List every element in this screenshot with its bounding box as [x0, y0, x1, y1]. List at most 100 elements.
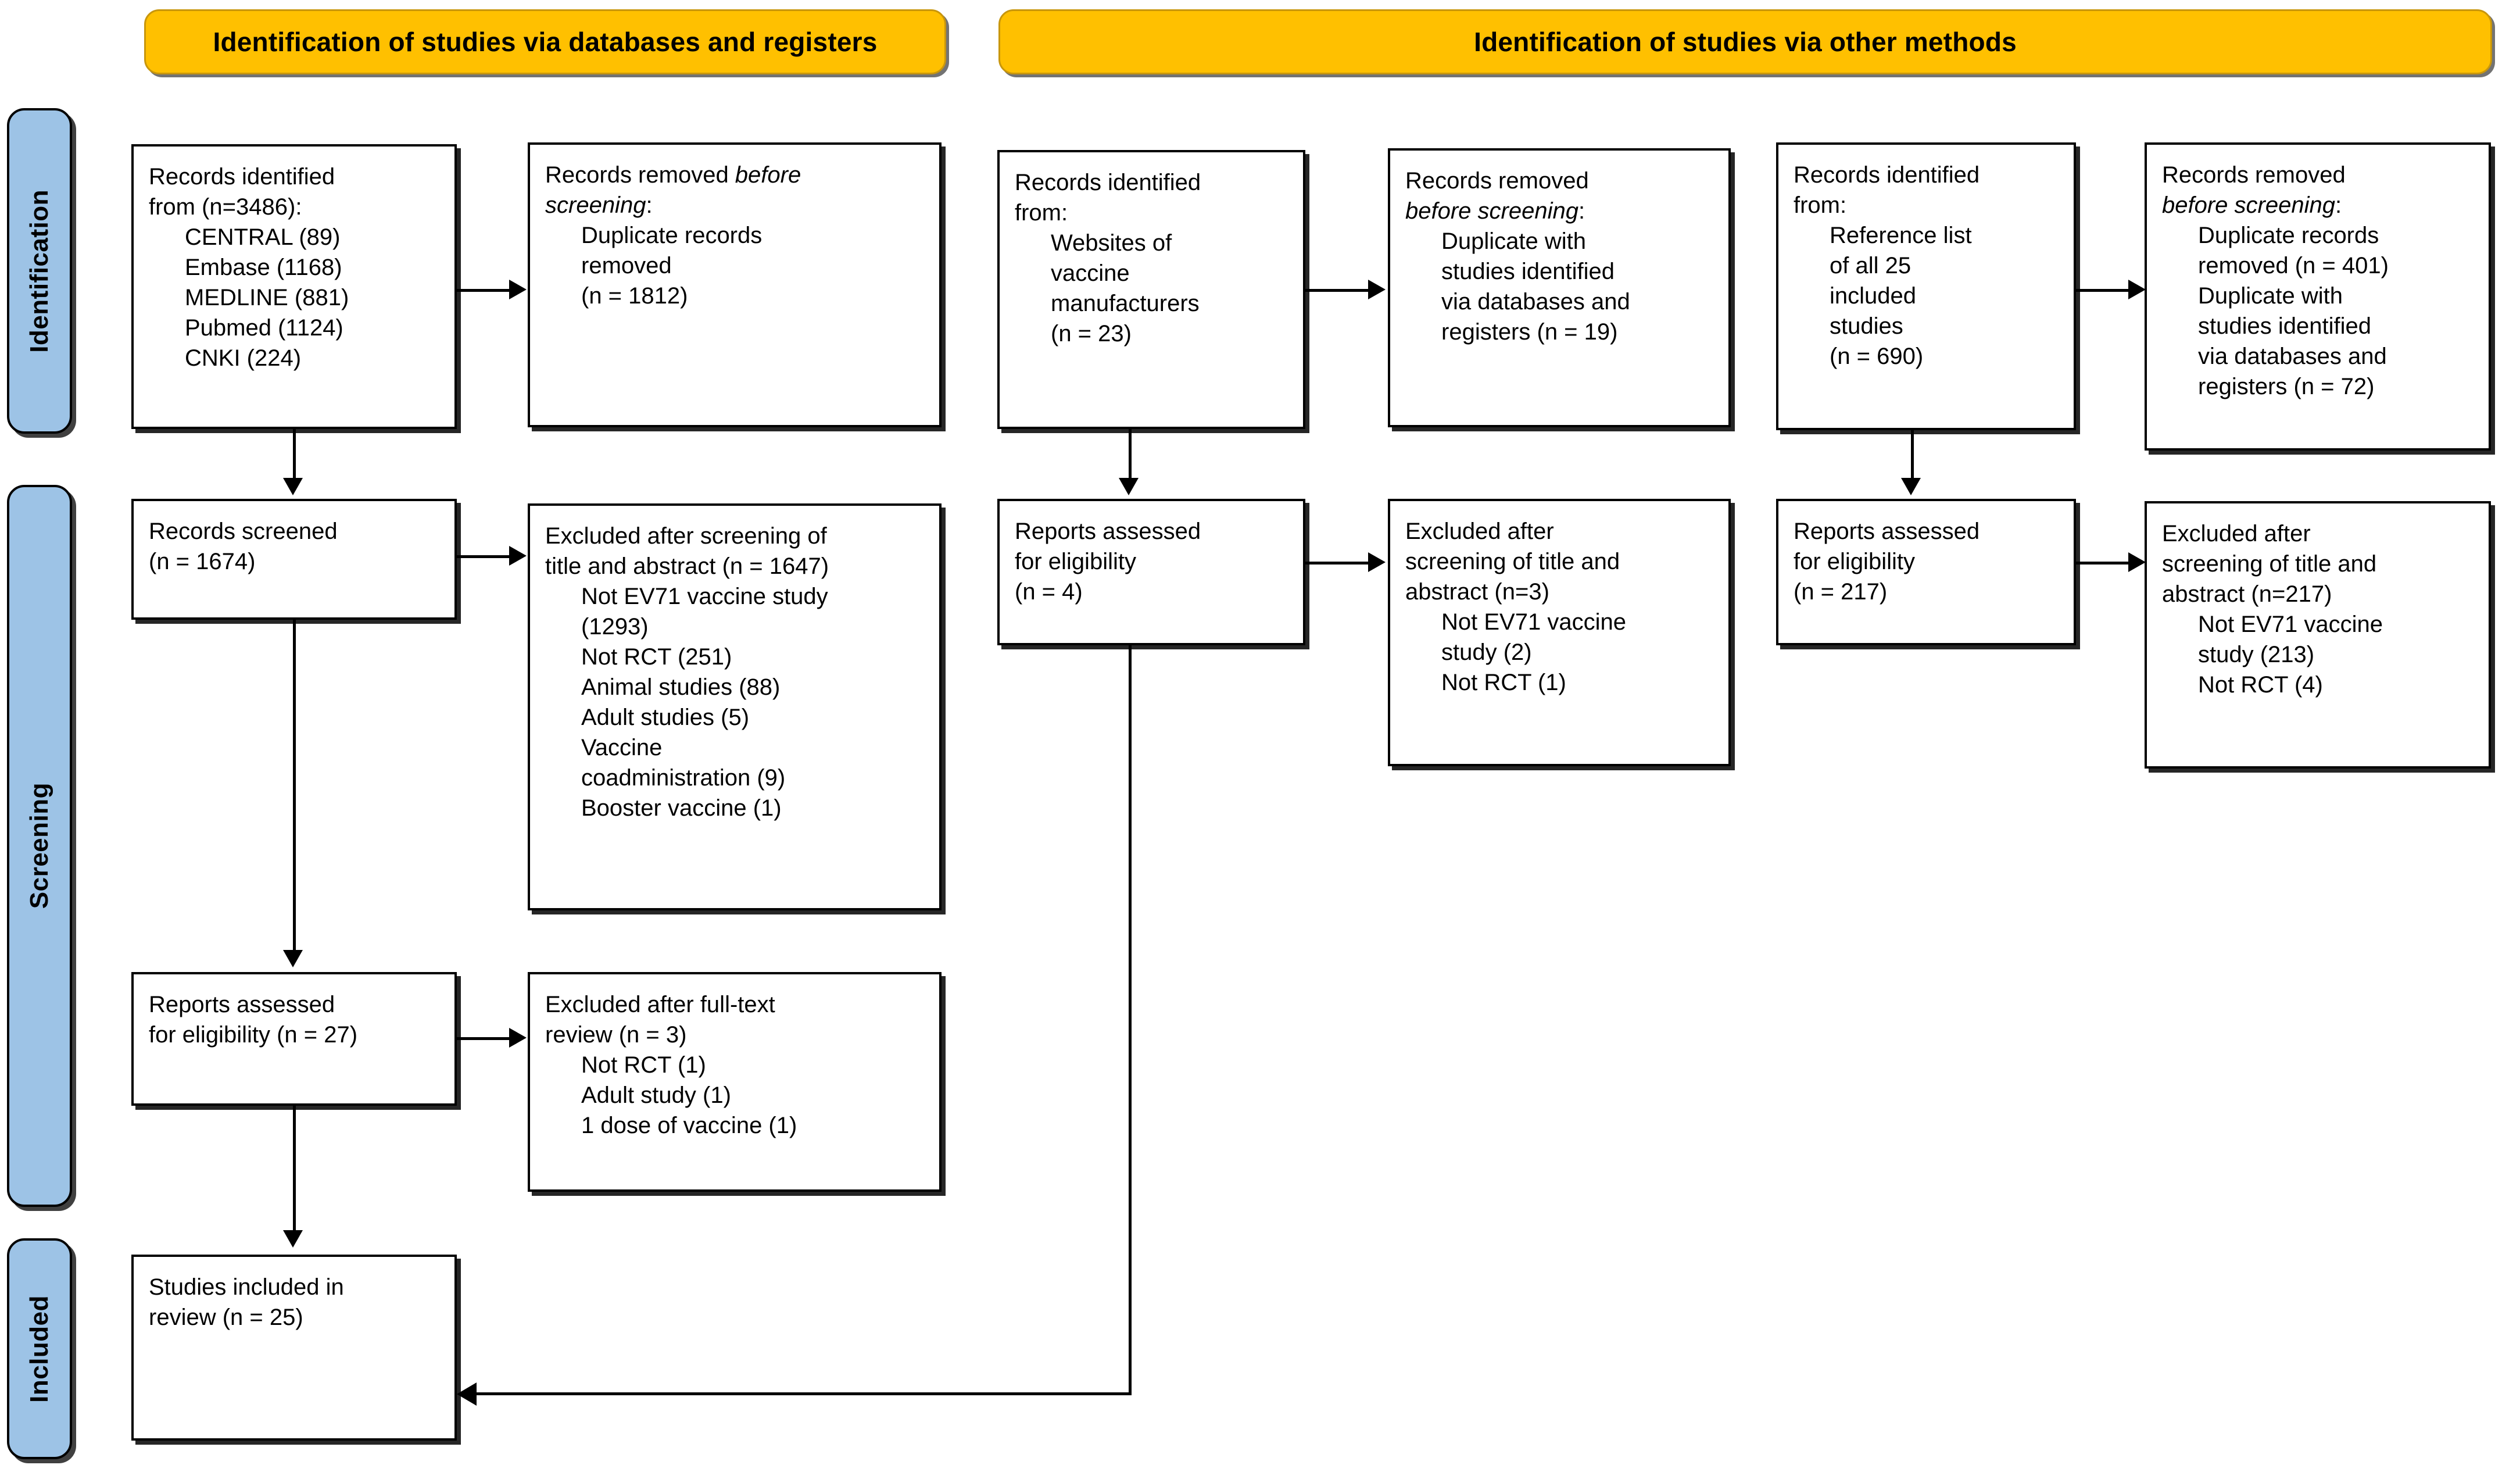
box-line: (n = 4) — [1015, 579, 1083, 605]
box-line: abstract (n=3) — [1405, 579, 1549, 605]
box-line: of all 25 — [1830, 253, 1912, 278]
arrowhead-identified-to-removed-ref — [2128, 280, 2146, 299]
box-line: Records removed — [1405, 168, 1589, 194]
box-line: Records identified — [1794, 162, 1980, 188]
box-line: Records identified — [1015, 170, 1201, 195]
box-line: screening of title and — [1405, 549, 1620, 574]
header-databases-registers: Identification of studies via databases … — [144, 9, 946, 74]
arrowhead-into-included-box — [457, 1382, 477, 1406]
box-line: Records removed before — [545, 162, 801, 188]
box-line: Booster vaccine (1) — [581, 795, 782, 821]
phase-label-identification: Identification — [7, 108, 72, 434]
arrowhead-identified-to-removed-db — [509, 280, 527, 299]
box-excluded-after-screening-websites: Excluded after screening of title and abst… — [1388, 499, 1731, 766]
box-line: Excluded after — [2162, 521, 2311, 546]
box-line: (1293) — [581, 614, 649, 639]
box-line: Adult study (1) — [581, 1082, 731, 1108]
arrowhead-screened-to-eligibility — [283, 950, 303, 967]
box-line: Records identified — [149, 164, 335, 190]
arrowhead-identified-to-eligibility-web — [1119, 478, 1139, 495]
box-line: Reports assessed — [1794, 519, 1980, 544]
box-line: studies identified — [2198, 313, 2371, 339]
box-line: Excluded after — [1405, 519, 1554, 544]
box-line: Adult studies (5) — [581, 705, 750, 730]
connector-identified-to-eligibility-ref — [1911, 430, 1914, 479]
box-excluded-after-title-abstract-screening: Excluded after screening of title and abs… — [528, 503, 942, 910]
connector-identified-to-eligibility-web — [1129, 429, 1132, 479]
box-line: 1 dose of vaccine (1) — [581, 1113, 797, 1138]
box-line: title and abstract (n = 1647) — [545, 553, 829, 579]
arrowhead-eligibility-to-included — [283, 1230, 303, 1248]
arrowhead-eligibility-to-excluded-ref — [2128, 552, 2146, 572]
box-line: Reports assessed — [1015, 519, 1201, 544]
box-line: Embase (1168) — [185, 255, 342, 280]
connector-identified-to-removed-db — [457, 289, 511, 292]
box-line: study (213) — [2198, 642, 2315, 667]
box-line: (n = 1812) — [581, 283, 688, 309]
box-line: screening: — [545, 192, 653, 218]
box-line: manufacturers — [1051, 291, 1200, 316]
box-studies-included-in-review: Studies included in review (n = 25) — [131, 1255, 457, 1441]
box-line: abstract (n=217) — [2162, 581, 2332, 607]
phase-screening-text: Screening — [25, 783, 53, 909]
box-line: removed — [581, 253, 672, 278]
box-line: (n = 690) — [1830, 344, 1924, 369]
box-line: Not EV71 vaccine — [2198, 612, 2383, 637]
box-records-removed-before-screening-databases: Records removed before screening: Duplicat… — [528, 142, 942, 427]
header-other-methods-label: Identification of studies via other meth… — [1474, 27, 2017, 57]
box-excluded-after-screening-reference-lists: Excluded after screening of title and abst… — [2145, 501, 2491, 769]
header-other-methods: Identification of studies via other meth… — [998, 9, 2492, 74]
arrowhead-screened-to-excluded — [509, 546, 527, 566]
box-line: MEDLINE (881) — [185, 285, 349, 310]
arrowhead-identified-to-screened — [283, 478, 303, 495]
box-line: studies — [1830, 313, 1903, 339]
box-line: Records screened — [149, 519, 338, 544]
box-line: (n = 217) — [1794, 579, 1888, 605]
box-line: (n = 23) — [1051, 321, 1132, 346]
connector-web-eligibility-left-to-included — [477, 1392, 1132, 1395]
box-line: vaccine — [1051, 260, 1130, 286]
box-line: Pubmed (1124) — [185, 315, 343, 341]
box-line: for eligibility (n = 27) — [149, 1022, 358, 1048]
connector-identified-to-screened — [293, 429, 296, 479]
connector-identified-to-removed-ref — [2076, 289, 2131, 292]
connector-web-eligibility-down-to-included — [1129, 645, 1132, 1395]
box-line: Duplicate records — [2198, 223, 2379, 248]
box-line: Duplicate with — [2198, 283, 2343, 309]
box-records-screened: Records screened (n = 1674) — [131, 499, 457, 620]
connector-eligibility-to-excluded-fulltext — [457, 1037, 511, 1040]
connector-eligibility-to-included — [293, 1106, 296, 1231]
box-line: Excluded after screening of — [545, 523, 827, 549]
box-line: via databases and — [1441, 289, 1630, 315]
box-line: Reference list — [1830, 223, 1972, 248]
box-line: Not RCT (251) — [581, 644, 732, 670]
phase-included-text: Included — [25, 1295, 53, 1403]
arrowhead-identified-to-removed-web — [1368, 280, 1386, 299]
connector-eligibility-to-excluded-ref — [2076, 562, 2131, 564]
header-databases-label: Identification of studies via databases … — [213, 27, 878, 57]
connector-screened-to-excluded — [457, 555, 511, 558]
box-line: Studies included in — [149, 1274, 344, 1300]
box-line: registers (n = 19) — [1441, 319, 1618, 345]
connector-eligibility-to-excluded-web — [1305, 562, 1370, 564]
box-line: via databases and — [2198, 344, 2387, 369]
box-line: for eligibility — [1794, 549, 1915, 574]
box-line: review (n = 25) — [149, 1305, 303, 1330]
box-line: review (n = 3) — [545, 1022, 687, 1048]
box-line: CNKI (224) — [185, 345, 302, 371]
box-line: removed (n = 401) — [2198, 253, 2389, 278]
phase-label-screening: Screening — [7, 485, 72, 1207]
box-line: from: — [1794, 192, 1847, 218]
box-line: Duplicate records — [581, 223, 763, 248]
box-line: screening of title and — [2162, 551, 2377, 577]
phase-label-included: Included — [7, 1238, 72, 1459]
box-line: from (n=3486): — [149, 194, 302, 220]
box-line: studies identified — [1441, 259, 1615, 284]
box-line: Animal studies (88) — [581, 674, 781, 700]
box-line: (n = 1674) — [149, 549, 256, 574]
